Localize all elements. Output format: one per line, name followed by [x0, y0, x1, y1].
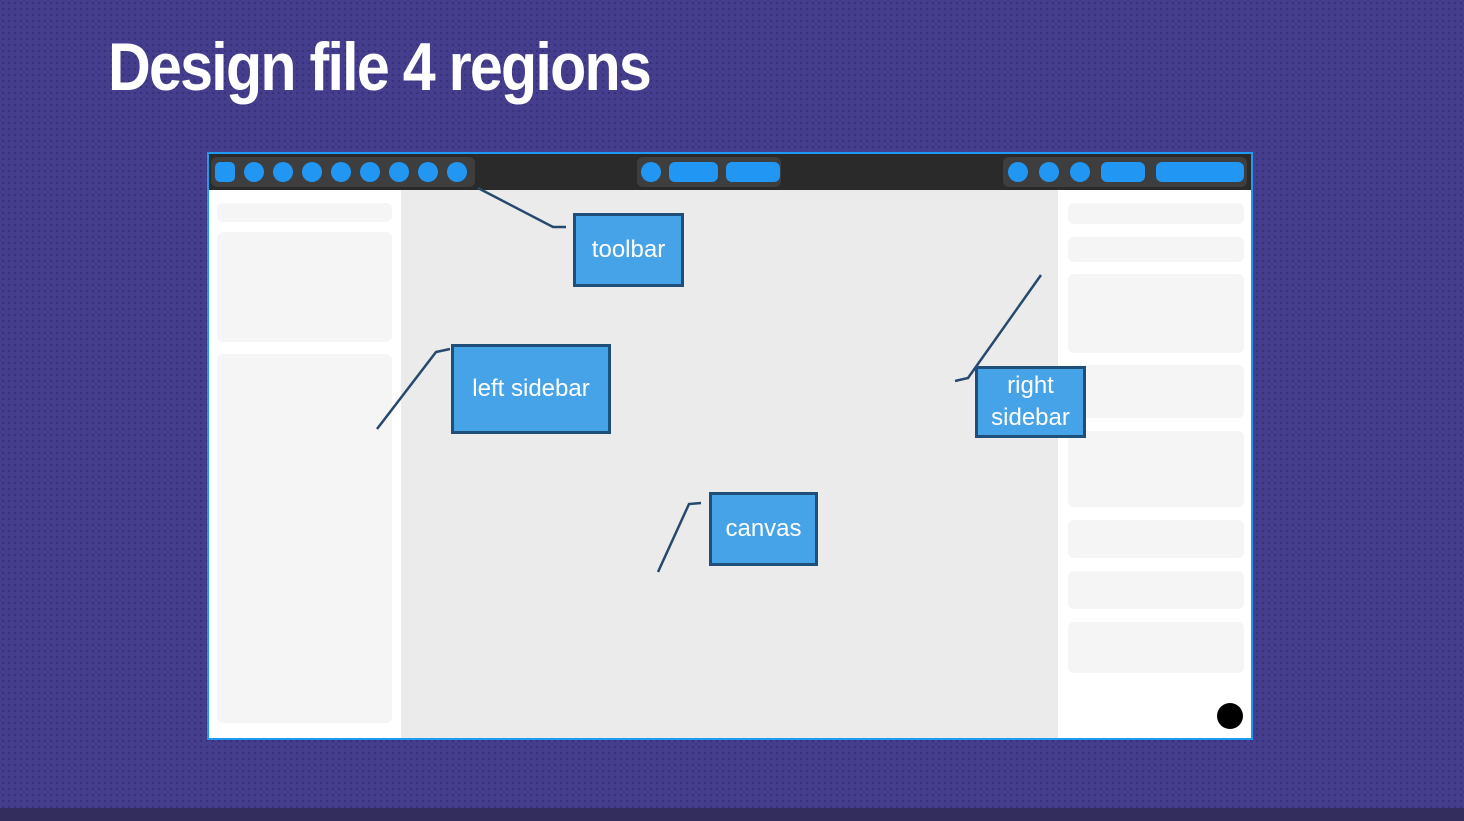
tool-circle-icon	[302, 162, 322, 182]
tool-pill-icon	[726, 162, 780, 182]
placeholder-block	[1068, 571, 1244, 609]
tool-circle-icon	[418, 162, 438, 182]
right-sidebar-region	[1058, 190, 1251, 738]
toolbar-group-left	[211, 157, 475, 187]
placeholder-block	[1068, 274, 1244, 353]
placeholder-block	[217, 203, 392, 222]
placeholder-block	[1068, 520, 1244, 558]
toolbar-region	[209, 154, 1251, 190]
toolbar-group-right	[1003, 157, 1247, 187]
toolbar-group-middle	[637, 157, 781, 187]
tool-circle-icon	[360, 162, 380, 182]
placeholder-block	[1068, 203, 1244, 224]
mockup-body	[209, 190, 1251, 738]
placeholder-block	[1068, 237, 1244, 262]
callout-left-sidebar: left sidebar	[451, 344, 611, 434]
tool-circle-icon	[244, 162, 264, 182]
callout-toolbar: toolbar	[573, 213, 684, 287]
tool-circle-icon	[331, 162, 351, 182]
design-app-mockup	[207, 152, 1253, 740]
tool-pill-icon	[669, 162, 718, 182]
callout-right-sidebar: right sidebar	[975, 366, 1086, 438]
tool-circle-icon	[273, 162, 293, 182]
placeholder-block	[1068, 622, 1244, 673]
footer-bar	[0, 808, 1464, 821]
tool-circle-icon	[1070, 162, 1090, 182]
tool-square-icon	[215, 162, 235, 182]
tool-pill-icon	[1156, 162, 1244, 182]
left-sidebar-region	[209, 190, 401, 738]
tool-circle-icon	[641, 162, 661, 182]
placeholder-block	[217, 354, 392, 723]
tool-circle-icon	[447, 162, 467, 182]
placeholder-block	[1068, 431, 1244, 507]
tool-pill-icon	[1101, 162, 1145, 182]
page-title: Design file 4 regions	[108, 29, 652, 105]
canvas-region	[401, 190, 1058, 738]
placeholder-block	[1068, 365, 1244, 418]
callout-canvas: canvas	[709, 492, 818, 566]
tool-circle-icon	[1008, 162, 1028, 182]
black-dot	[1217, 703, 1243, 729]
tool-circle-icon	[1039, 162, 1059, 182]
placeholder-block	[217, 232, 392, 342]
tool-circle-icon	[389, 162, 409, 182]
